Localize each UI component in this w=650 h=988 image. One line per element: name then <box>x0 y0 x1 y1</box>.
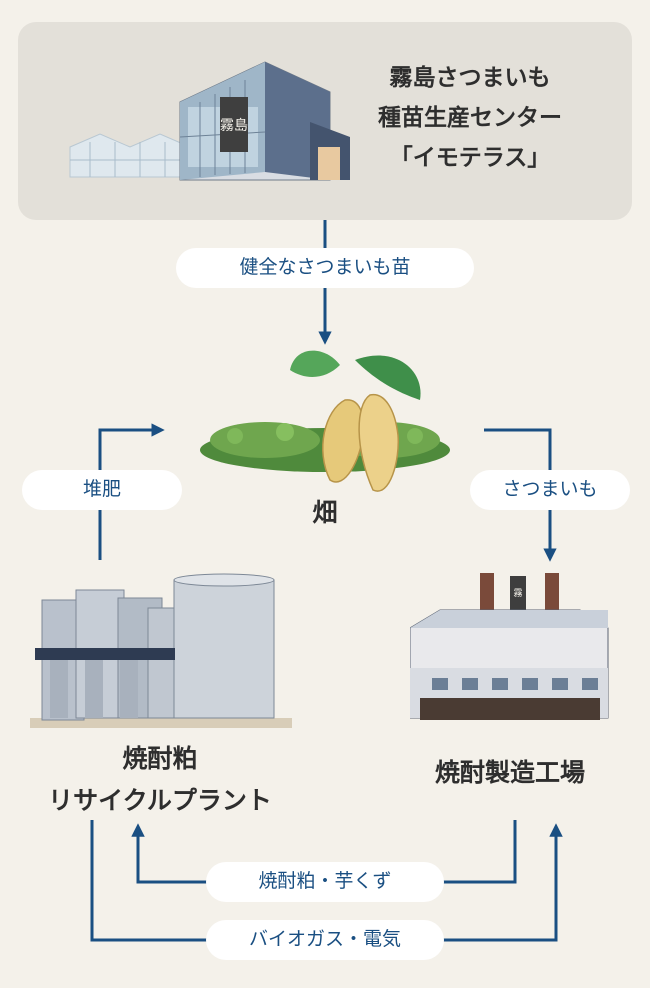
arrow-sweet-potato <box>484 428 557 562</box>
center-title: 霧島さつまいも 種苗生産センター 「イモテラス」 <box>355 58 585 178</box>
sweet-potato-image <box>290 350 421 492</box>
recycle-plant-label-line2: リサイクルプラント <box>48 786 272 815</box>
svg-text:霧: 霧 <box>513 588 522 599</box>
center-title-line1: 霧島さつまいも <box>389 64 551 91</box>
factory-illustration: 霧 <box>410 573 609 720</box>
center-title-line3: 「イモテラス」 <box>389 144 551 171</box>
seedling-center-building-illustration: 霧島 <box>69 61 350 181</box>
factory-label: 焼酎製造工場 <box>434 758 585 787</box>
recycle-plant-label-line1: 焼酎粕 <box>122 744 198 773</box>
flow-label-residue: 焼酎粕・芋くず <box>206 862 444 902</box>
flow-label-sweet-potato: さつまいも <box>470 470 630 510</box>
main-building-image: 霧島 <box>179 61 350 181</box>
arrow-compost <box>98 423 165 560</box>
recycle-plant-label: 焼酎粕 リサイクルプラント <box>10 738 310 822</box>
flow-label-biogas: バイオガス・電気 <box>206 920 444 960</box>
flow-label-compost: 堆肥 <box>22 470 182 510</box>
field-label: 畑 <box>312 498 338 527</box>
svg-text:霧島: 霧島 <box>220 118 248 134</box>
recycling-tanks-image <box>30 573 292 728</box>
field-illustration <box>200 350 450 492</box>
recycling-plant-illustration <box>30 573 292 728</box>
center-title-line2: 種苗生産センター <box>378 104 562 131</box>
shochu-factory-image: 霧 <box>410 573 609 720</box>
flow-label-seedlings: 健全なさつまいも苗 <box>176 248 474 288</box>
